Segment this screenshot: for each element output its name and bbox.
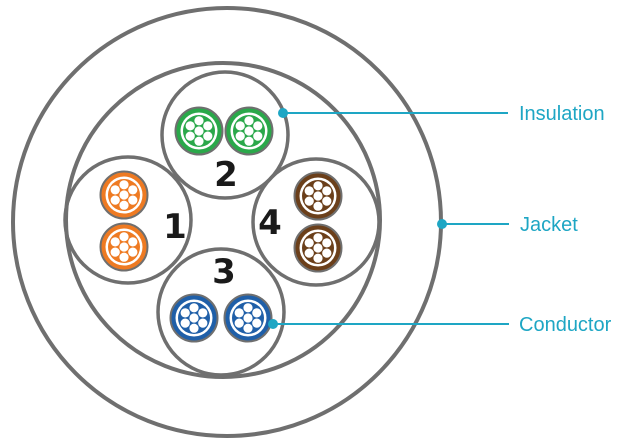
strand-1: [243, 313, 253, 323]
strand-6: [119, 232, 129, 242]
strand-7: [203, 121, 213, 131]
pair-1-conductor-a: [99, 170, 149, 220]
callout-conductor-label: Conductor: [519, 314, 612, 336]
strand-4: [235, 131, 245, 141]
strand-5: [110, 237, 120, 247]
strand-2: [252, 318, 262, 328]
strand-1: [244, 126, 254, 136]
strand-7: [253, 121, 263, 131]
inner-sheath-ring: [64, 61, 382, 379]
callout-jacket-dot: [437, 219, 447, 229]
pair-number-4: 4: [258, 203, 282, 243]
pair-3-group: [156, 247, 286, 377]
pair-3-conductor-a: [169, 293, 219, 343]
pair-3-conductor-b: [223, 293, 273, 343]
strand-7: [128, 237, 138, 247]
strand-4: [185, 131, 195, 141]
strand-1: [194, 126, 204, 136]
strand-5: [180, 308, 190, 318]
strand-3: [313, 253, 323, 263]
callout-insulation-dot: [278, 108, 288, 118]
strand-3: [189, 323, 199, 333]
strand-3: [244, 136, 254, 146]
strand-1: [313, 191, 323, 201]
strand-3: [119, 200, 129, 210]
callout-conductor-dot: [268, 319, 278, 329]
strand-4: [234, 318, 244, 328]
strand-4: [304, 196, 314, 206]
strand-3: [313, 201, 323, 211]
callout-insulation: Insulation: [278, 103, 605, 125]
strand-5: [304, 186, 314, 196]
callout-jacket: Jacket: [437, 214, 578, 236]
pair-1-conductor-b: [99, 222, 149, 272]
strand-2: [322, 196, 332, 206]
strand-6: [313, 181, 323, 191]
strand-4: [110, 247, 120, 257]
pair-number-2: 2: [214, 155, 238, 195]
strand-6: [189, 303, 199, 313]
pair-4-conductor-a: [293, 171, 343, 221]
strand-5: [110, 185, 120, 195]
strand-2: [128, 195, 138, 205]
strand-4: [304, 248, 314, 258]
strand-5: [185, 121, 195, 131]
pair-number-3: 3: [212, 252, 236, 292]
strand-3: [119, 252, 129, 262]
strand-5: [235, 121, 245, 131]
pair-number-1: 1: [163, 207, 187, 247]
strand-6: [194, 116, 204, 126]
strand-1: [119, 190, 129, 200]
strand-1: [313, 243, 323, 253]
strand-7: [128, 185, 138, 195]
strand-2: [203, 131, 213, 141]
strand-6: [119, 180, 129, 190]
strand-6: [244, 116, 254, 126]
pair-4-conductor-b: [293, 223, 343, 273]
pair-2-conductor-b: [224, 106, 274, 156]
strand-3: [243, 323, 253, 333]
pair-4-group: [251, 157, 381, 287]
strand-1: [119, 242, 129, 252]
strand-7: [322, 186, 332, 196]
strand-7: [198, 308, 208, 318]
strand-5: [304, 238, 314, 248]
strand-7: [322, 238, 332, 248]
pair-1-group: [63, 155, 193, 285]
pair-2-conductor-a: [174, 106, 224, 156]
strand-6: [313, 233, 323, 243]
callout-conductor: Conductor: [268, 314, 612, 336]
strand-3: [194, 136, 204, 146]
callout-jacket-label: Jacket: [520, 214, 578, 236]
conductor-wires: [99, 106, 343, 343]
strand-4: [180, 318, 190, 328]
callout-insulation-label: Insulation: [519, 103, 605, 125]
strand-6: [243, 303, 253, 313]
strand-2: [128, 247, 138, 257]
strand-2: [253, 131, 263, 141]
strand-5: [234, 308, 244, 318]
strand-1: [189, 313, 199, 323]
pair-2-group: [160, 70, 290, 200]
strand-2: [322, 248, 332, 258]
strand-4: [110, 195, 120, 205]
strand-2: [198, 318, 208, 328]
strand-7: [252, 308, 262, 318]
